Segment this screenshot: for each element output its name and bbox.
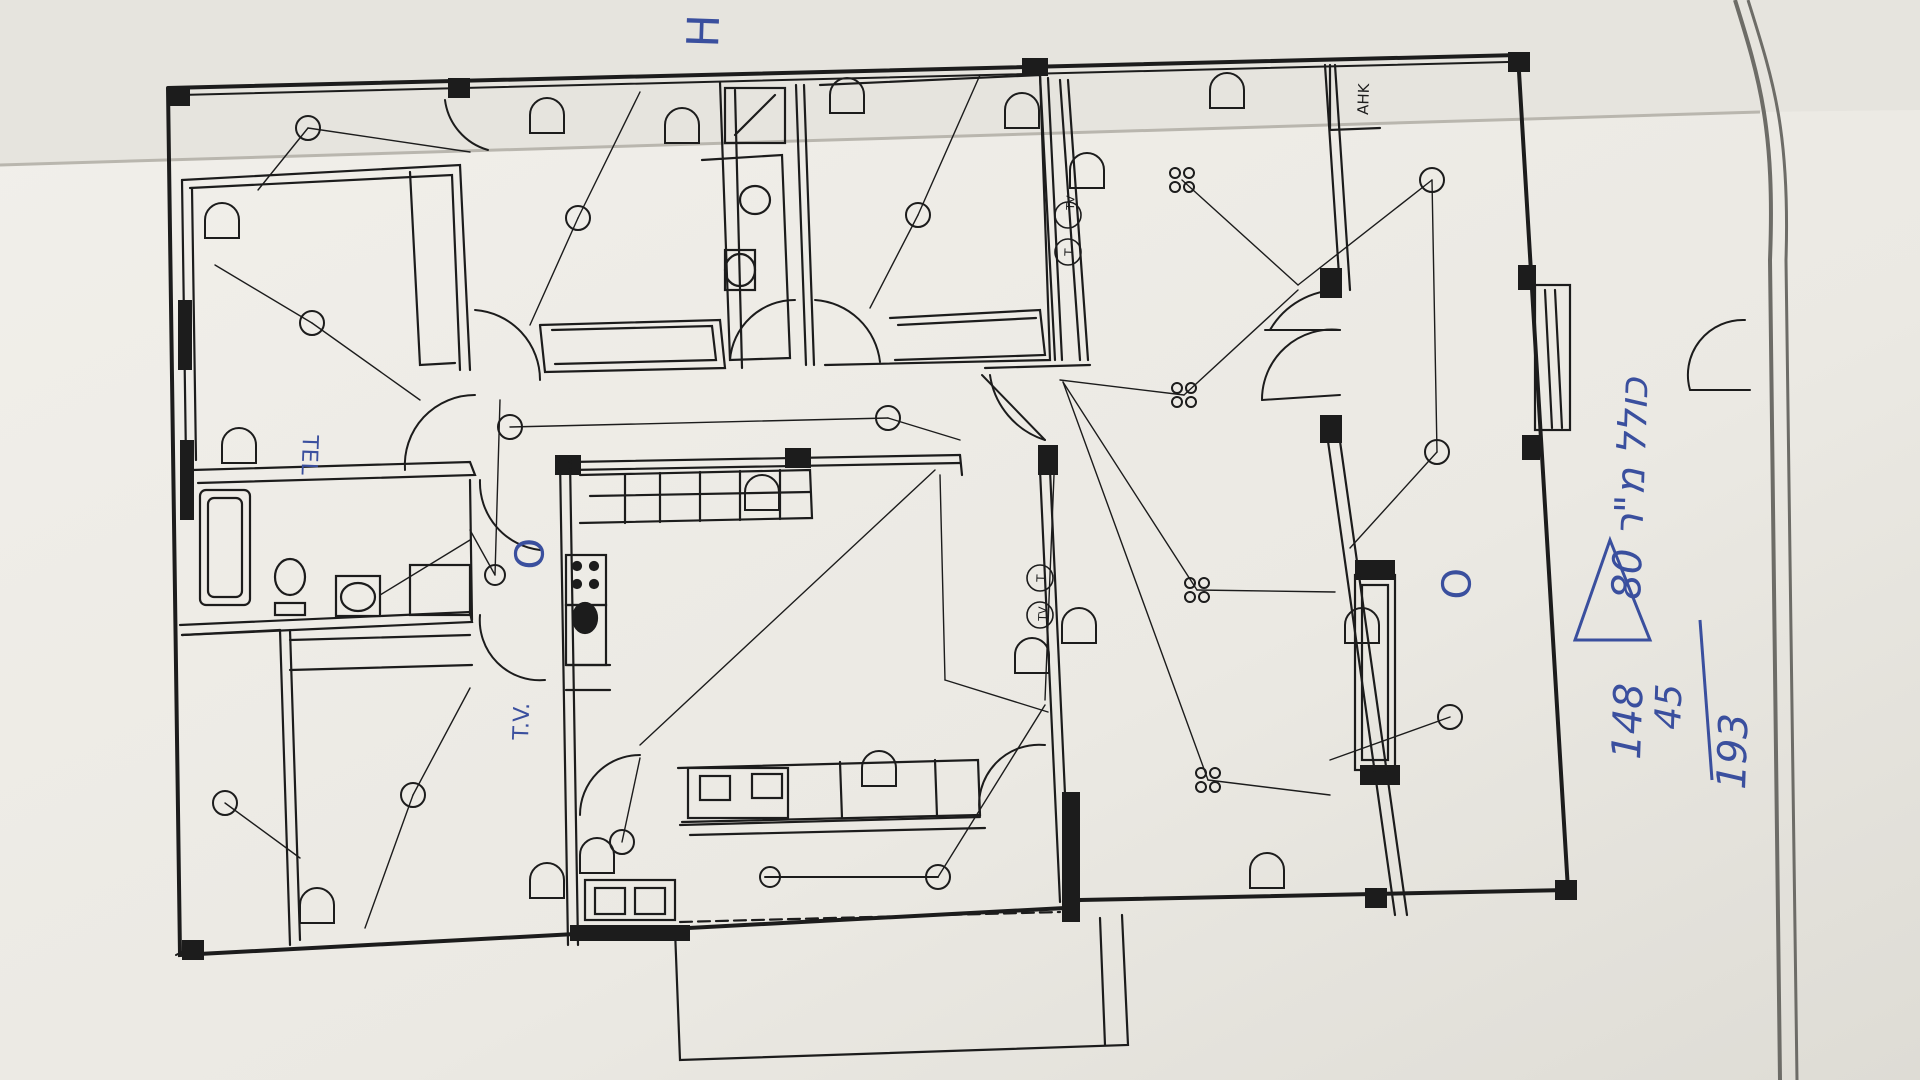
sockets: [204, 72, 1380, 924]
tv-outlet-2: TV: [1036, 606, 1050, 622]
handwritten-hebrew-note: כולל מ"ר 80: [1604, 376, 1658, 600]
handwritten-number-middle: 45: [1648, 683, 1691, 730]
tel-label: TEL: [296, 434, 322, 476]
tv-label-left: T.V.: [509, 702, 535, 741]
paper-front-sheet: [0, 110, 1920, 1080]
paper-fold-shadow: [0, 110, 1761, 167]
circle-mark-1: O: [507, 537, 554, 570]
handwritten-number-bottom: 193: [1709, 712, 1758, 790]
handwritten-notes: O O 148 45 193 כולל מ"ר 80: [507, 376, 1758, 790]
paper-edge-right: [1733, 0, 1782, 1080]
top-mark: H: [678, 14, 730, 49]
fan-symbols: [1169, 167, 1221, 793]
tv-outlet-1: TV: [1064, 195, 1078, 211]
t-mark-2: T: [1034, 574, 1048, 583]
t-mark-1: T: [1062, 248, 1076, 257]
ahk-label: AHK: [1354, 82, 1373, 115]
interior-walls: [178, 63, 1572, 1062]
wiring: [214, 74, 1451, 929]
printed-labels: AHK TEL T.V. TV T T TV H: [296, 14, 1374, 742]
handwritten-number-top: 148: [1604, 682, 1653, 760]
circle-mark-2: O: [1434, 567, 1481, 600]
